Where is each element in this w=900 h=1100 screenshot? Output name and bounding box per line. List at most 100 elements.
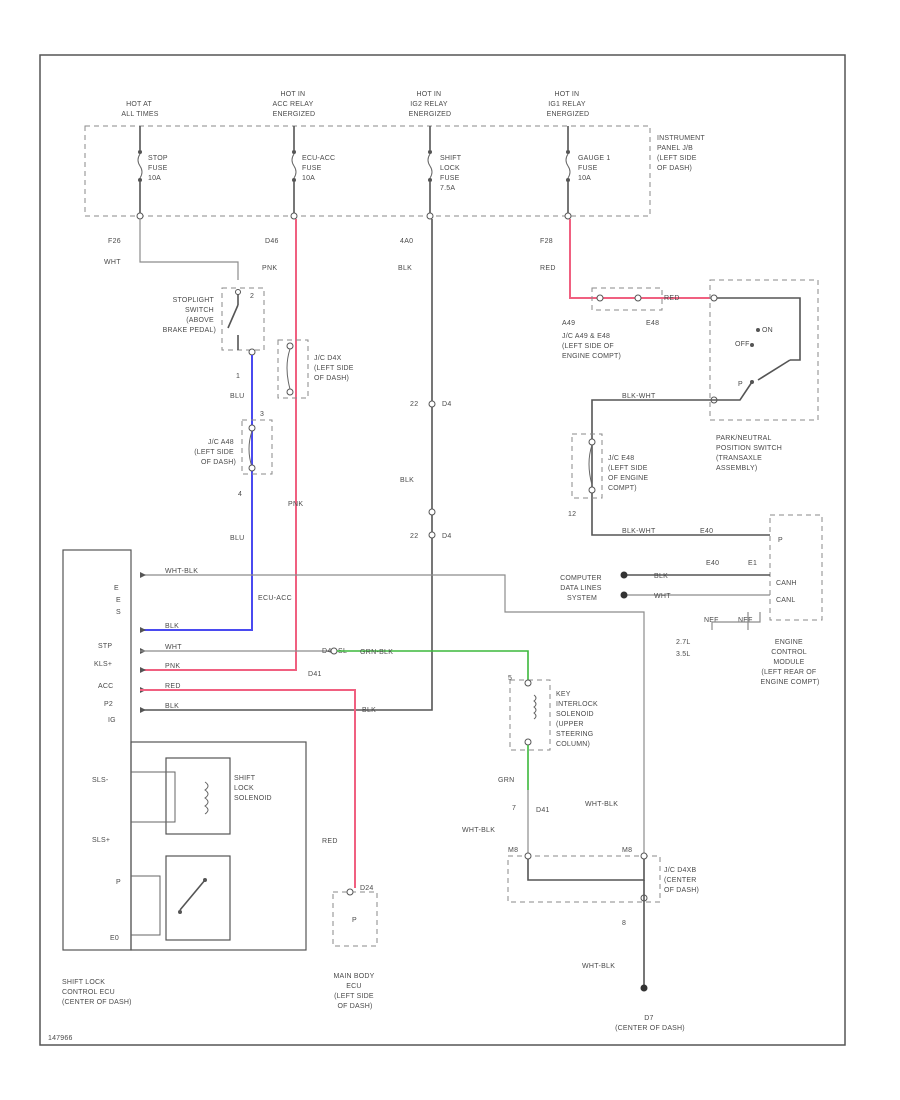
data-lines-label: COMPUTER DATA LINES SYSTEM — [560, 575, 604, 602]
jc-e48-box — [571, 433, 603, 499]
fuse-stop-label: STOP FUSE 10A — [148, 155, 170, 182]
jb-pin-shift — [426, 212, 434, 220]
ecu-wire-label-3: PNK — [165, 663, 180, 670]
ecu-wire-label-5: BLK — [165, 703, 179, 710]
shift-lock-solenoid-label: SHIFT LOCK SOLENOID — [234, 775, 272, 802]
fuse-ecu-acc-label: ECU-ACC FUSE 10A — [302, 155, 337, 182]
ecu-pin-sls-minus: SLS- — [92, 777, 109, 784]
ecm-note-35: 3.5L — [676, 651, 690, 658]
pin-e48: E48 — [646, 320, 659, 327]
connector-d4-2: D4 — [442, 533, 452, 540]
pin-m8-left: M8 — [508, 847, 518, 854]
solenoid-coil-icon — [204, 781, 209, 815]
stoplight-switch-box — [221, 287, 265, 351]
pin-p5-key: 5 — [508, 675, 512, 682]
ecu-pin-p2: P2 — [104, 701, 113, 708]
wire-label-blk-wht-2: BLK-WHT — [622, 528, 656, 535]
wire-label-wht-blk-3: WHT-BLK — [585, 801, 618, 808]
jc-a48-label: J/C A48 (LEFT SIDE OF DASH) — [194, 439, 236, 466]
canh-terminal — [620, 571, 628, 579]
jc-e48-label: J/C E48 (LEFT SIDE OF ENGINE COMPT) — [608, 455, 650, 492]
fuse-shift-lock — [427, 126, 433, 216]
pin-m8-right: M8 — [622, 847, 632, 854]
ecu-pin-p: P — [116, 879, 121, 886]
pin-f28: F28 — [540, 238, 553, 245]
wire-label-red: RED — [540, 265, 556, 272]
wire-p2-red — [140, 689, 356, 888]
wire-label-red-3: RED — [322, 838, 338, 845]
ecu-pin-e0: E0 — [110, 935, 119, 942]
jb-pin-stop — [136, 212, 144, 220]
main-body-ecu-box — [332, 891, 378, 947]
ecu-pin-sls-plus: SLS+ — [92, 837, 110, 844]
main-body-ecu-label: MAIN BODY ECU (LEFT SIDE OF DASH) — [333, 973, 376, 1010]
pin-a49: A49 — [562, 320, 575, 327]
jc-e4-label: J/C D4XB (CENTER OF DASH) — [664, 867, 699, 894]
jc-a48-box — [241, 419, 273, 475]
pin-p22-bot: 22 — [410, 533, 418, 540]
fuse-gauge — [565, 126, 571, 216]
power-label-hot-ig1: HOT IN IG1 RELAY ENERGIZED — [547, 91, 590, 118]
pin-p4-a48: 4 — [238, 491, 242, 498]
wire-label-grn: GRN — [498, 777, 514, 784]
ground-icon — [640, 984, 648, 992]
wire-label-grn-blk: GRN-BLK — [360, 649, 393, 656]
shift-lock-ecu-label: SHIFT LOCK CONTROL ECU (CENTER OF DASH) — [62, 979, 132, 1006]
wire-label-wht-blk-2: WHT-BLK — [462, 827, 495, 834]
wire-pn-blk-wht — [591, 381, 770, 536]
wire-label-wht-3: WHT — [654, 593, 671, 600]
wire-label-blu-2: BLU — [230, 535, 245, 542]
wire-label-blk-5: BLK — [362, 707, 376, 714]
power-label-hot-at-all-times: HOT AT ALL TIMES — [121, 101, 158, 118]
ecu-pin-labels: E E S STP KLS+ ACC P2 IG SLS- SLS+ P E0 — [92, 585, 121, 942]
wire-label-pnk-2: PNK — [288, 501, 303, 508]
instrument-panel-jb-box — [84, 125, 651, 217]
park-neutral-label: PARK/NEUTRAL POSITION SWITCH (TRANSAXLE … — [716, 435, 784, 472]
fuse-shift-lock-label: SHIFT LOCK FUSE 7.5A — [440, 155, 463, 192]
key-interlock-coil-icon — [533, 694, 537, 720]
ecu-pin-e1: E — [114, 585, 119, 592]
ground-label: D7 (CENTER OF DASH) — [615, 1015, 685, 1032]
ecm-label: ENGINE CONTROL MODULE (LEFT REAR OF ENGI… — [761, 639, 820, 686]
jb-pin-acc — [290, 212, 298, 220]
wire-label-wht: WHT — [104, 259, 121, 266]
park-neutral-contact — [757, 359, 791, 381]
jc-d4-label: J/C D4X (LEFT SIDE OF DASH) — [314, 355, 356, 382]
wire-stp-blu — [140, 355, 253, 631]
wire-acc-pnk — [140, 219, 297, 671]
pin-f26: F26 — [108, 238, 121, 245]
ecu-wire-label-4: RED — [165, 683, 181, 690]
ecu-pin-stp: STP — [98, 643, 112, 650]
stoplight-switch-contact — [227, 304, 239, 329]
ecm-pin-p: P — [778, 537, 783, 544]
ecu-wire-label-1: BLK — [165, 623, 179, 630]
ecm-box — [769, 514, 823, 621]
p-switch-contact — [179, 879, 206, 911]
ecu-pin-acc: ACC — [98, 683, 113, 690]
junction-block-label: INSTRUMENT PANEL J/B (LEFT SIDE OF DASH) — [657, 135, 707, 172]
pin-d24: D24 — [360, 885, 373, 892]
ecm-ref-2: NEF — [738, 617, 753, 624]
wire-label-blk: BLK — [398, 265, 412, 272]
jb-pin-gauge — [564, 212, 572, 220]
main-body-pin-p: P — [352, 917, 357, 924]
wire-label-blk-4: BLK — [654, 573, 668, 580]
wire-gauge-red — [569, 219, 710, 299]
ecu-pin-e2: E — [116, 597, 121, 604]
wire-label-blk-wht-1: BLK-WHT — [622, 393, 656, 400]
power-label-hot-ig2: HOT IN IG2 RELAY ENERGIZED — [409, 91, 452, 118]
pin-p2-stoplight: 2 — [250, 293, 254, 300]
p-switch-box — [165, 855, 231, 941]
wire-label-pnk: PNK — [262, 265, 277, 272]
pin-e1: E1 — [748, 560, 757, 567]
park-neutral-box — [709, 279, 819, 421]
wire-label-blu: BLU — [230, 393, 245, 400]
shift-lock-ecu-inner — [130, 741, 307, 951]
wire-label-blk-2: BLK — [400, 477, 414, 484]
pin-p7-key: 7 — [512, 805, 516, 812]
key-interlock-box — [509, 679, 551, 751]
jc-a49-label: J/C A49 & E48 (LEFT SIDE OF ENGINE COMPT… — [562, 333, 621, 360]
key-interlock-label: KEY INTERLOCK SOLENOID (UPPER STEERING C… — [556, 691, 600, 748]
